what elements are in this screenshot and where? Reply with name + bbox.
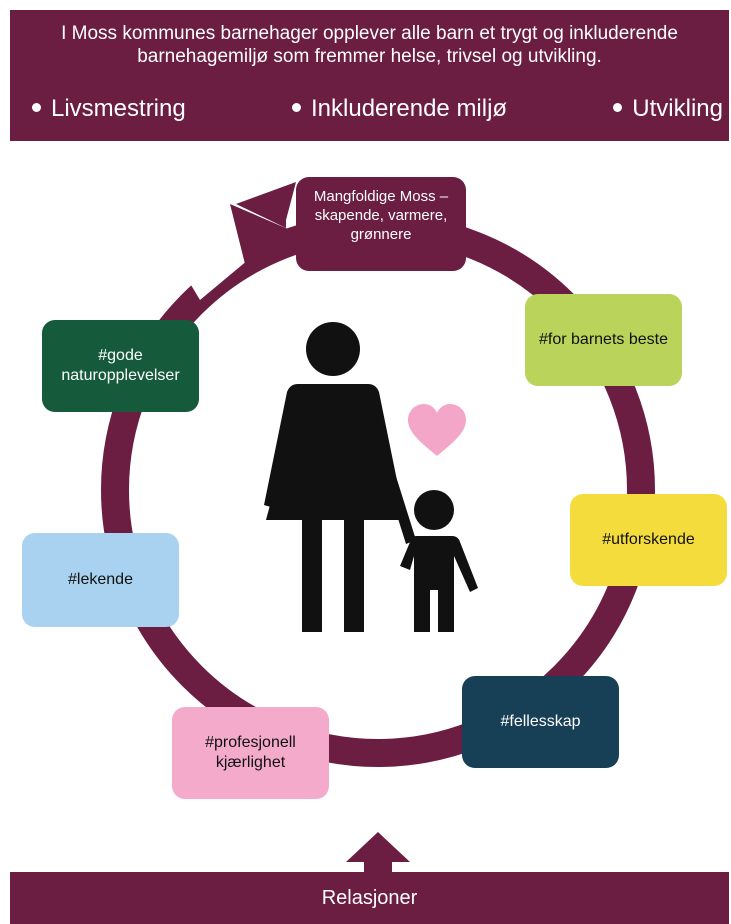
box-gode-naturopplevelser: #gode naturopplevelser — [42, 320, 199, 412]
banner-text: I Moss kommunes barnehager opplever alle… — [61, 23, 678, 67]
value-item: Inkluderende miljø — [292, 95, 507, 123]
cycle-arrow — [236, 182, 296, 228]
box-lekende: #lekende — [22, 533, 179, 627]
value-item: Livsmestring — [32, 95, 186, 123]
values-list: Livsmestring Inkluderende miljø Utviklin… — [10, 95, 729, 125]
value-label: Livsmestring — [51, 95, 186, 122]
bullet-icon — [613, 103, 623, 113]
box-fellesskap: #fellesskap — [462, 676, 619, 768]
box-label: #for barnets beste — [539, 331, 668, 348]
box-label: #lekende — [68, 571, 133, 588]
footer-banner: Relasjoner — [10, 872, 729, 924]
value-label: Inkluderende miljø — [311, 95, 508, 122]
value-label: Utvikling — [632, 95, 723, 122]
box-label: #profesjonell kjærlighet — [205, 734, 296, 771]
box-utforskende: #utforskende — [570, 494, 727, 586]
box-label: #gode naturopplevelser — [61, 347, 180, 384]
box-label: #fellesskap — [500, 713, 581, 730]
center-box-label: Mangfoldige Moss – skapende, varmere, gr… — [313, 188, 449, 243]
bullet-icon — [292, 103, 301, 113]
adult-child-icon — [264, 322, 478, 632]
up-arrow — [346, 832, 410, 874]
footer-label: Relasjoner — [321, 887, 418, 909]
cycle-arrow-head — [230, 204, 295, 268]
box-label: #utforskende — [602, 531, 695, 548]
box-barnets-beste: #for barnets beste — [525, 294, 682, 386]
center-box: Mangfoldige Moss – skapende, varmere, gr… — [296, 177, 466, 271]
box-profesjonell-kjaerlighet: #profesjonell kjærlighet — [172, 707, 329, 799]
value-item: Utvikling — [613, 95, 723, 123]
top-banner: I Moss kommunes barnehager opplever alle… — [10, 10, 729, 141]
bullet-icon — [32, 103, 41, 113]
heart-icon — [408, 404, 466, 456]
